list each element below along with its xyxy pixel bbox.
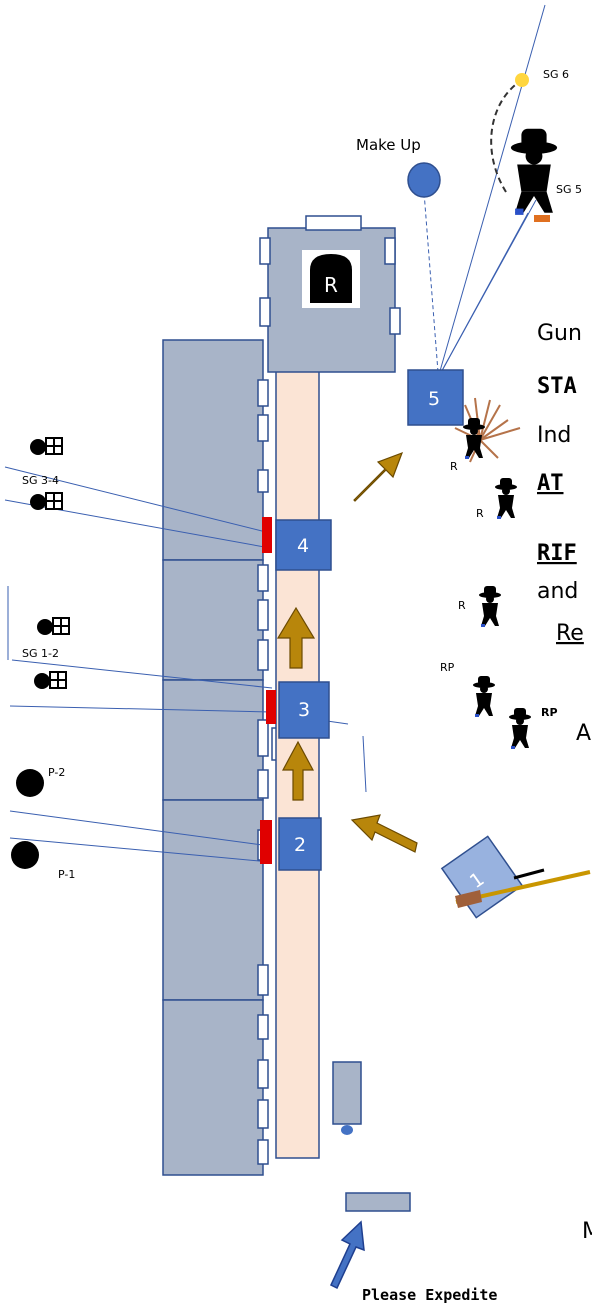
expedite-label: Please Expedite: [362, 1286, 497, 1304]
side-text-6: and: [537, 579, 578, 604]
side-text-3: Ind: [537, 423, 571, 448]
entrance-bar: [345, 1192, 411, 1212]
station-4: [275, 519, 332, 571]
r-target-icon: [495, 478, 517, 519]
sg6-path: [490, 79, 523, 193]
sg2-target-icon: [33, 671, 67, 690]
table-knob: [341, 1125, 353, 1135]
sg34-label: SG 3-4: [22, 474, 59, 487]
arrow-up-2: [281, 740, 315, 801]
top-building: R: [259, 215, 401, 373]
target-red-2: [260, 820, 272, 864]
station-5: [407, 369, 464, 426]
side-text-1: Gun: [537, 321, 582, 346]
building-block: [162, 559, 264, 681]
arrow-up-1: [276, 606, 316, 669]
sg5-label: SG 5: [556, 183, 582, 196]
sg5-base: [534, 215, 550, 222]
building-block: [162, 799, 264, 1001]
arrow-to-2: [350, 814, 418, 853]
building-block: [162, 679, 264, 801]
arrows: [276, 451, 418, 853]
r-label-1: R: [450, 460, 458, 473]
make-up-label: Make Up: [356, 136, 421, 154]
side-text-4: AT: [537, 471, 564, 496]
sg4-target-icon: [29, 492, 63, 511]
expedite-arrow-icon: [330, 1220, 365, 1290]
building-block: [162, 999, 264, 1176]
station-2: [278, 817, 322, 871]
r-label-2: R: [476, 507, 484, 520]
side-text-9: M: [582, 1219, 592, 1244]
sg1-target-icon: [36, 617, 70, 636]
make-up-target-icon: [407, 162, 441, 198]
station-3: [278, 681, 330, 739]
loading-table: [332, 1061, 362, 1125]
arrow-to-5: [353, 451, 404, 502]
p2-label: P-2: [48, 766, 65, 779]
tombstone-icon: [310, 254, 352, 303]
rp-label-2: RP: [541, 706, 558, 719]
p1-target-icon: [11, 841, 39, 869]
station-1: 1: [440, 835, 524, 919]
r-sign-label: R: [324, 273, 338, 297]
station-4-label: 4: [297, 535, 309, 557]
r-target-icon: [479, 586, 501, 627]
target-red-4: [262, 517, 272, 553]
building-row: [162, 339, 283, 1176]
sg5-target-icon: [510, 128, 558, 215]
side-text-8: A: [576, 721, 591, 746]
side-text-2: STA: [537, 374, 577, 399]
sg6-label: SG 6: [543, 68, 569, 81]
station-3-label: 3: [298, 699, 310, 721]
building-block: [162, 339, 264, 561]
p1-label: P-1: [58, 868, 75, 881]
brush-icon: [454, 397, 521, 463]
rp-target-icon: [473, 676, 495, 717]
side-text-7: Re: [556, 621, 584, 646]
side-text-5: RIF: [537, 541, 577, 566]
sg12-label: SG 1-2: [22, 647, 59, 660]
p2-target-icon: [16, 769, 44, 797]
station-5-label: 5: [428, 388, 440, 410]
target-red-3: [266, 690, 276, 724]
station-2-label: 2: [294, 834, 306, 856]
rp-target-icon: [509, 708, 531, 749]
sg6-clay-icon: [515, 73, 529, 87]
r-label-3: R: [458, 599, 466, 612]
rp-label-1: RP: [440, 661, 455, 674]
sg3-target-icon: [29, 437, 63, 456]
